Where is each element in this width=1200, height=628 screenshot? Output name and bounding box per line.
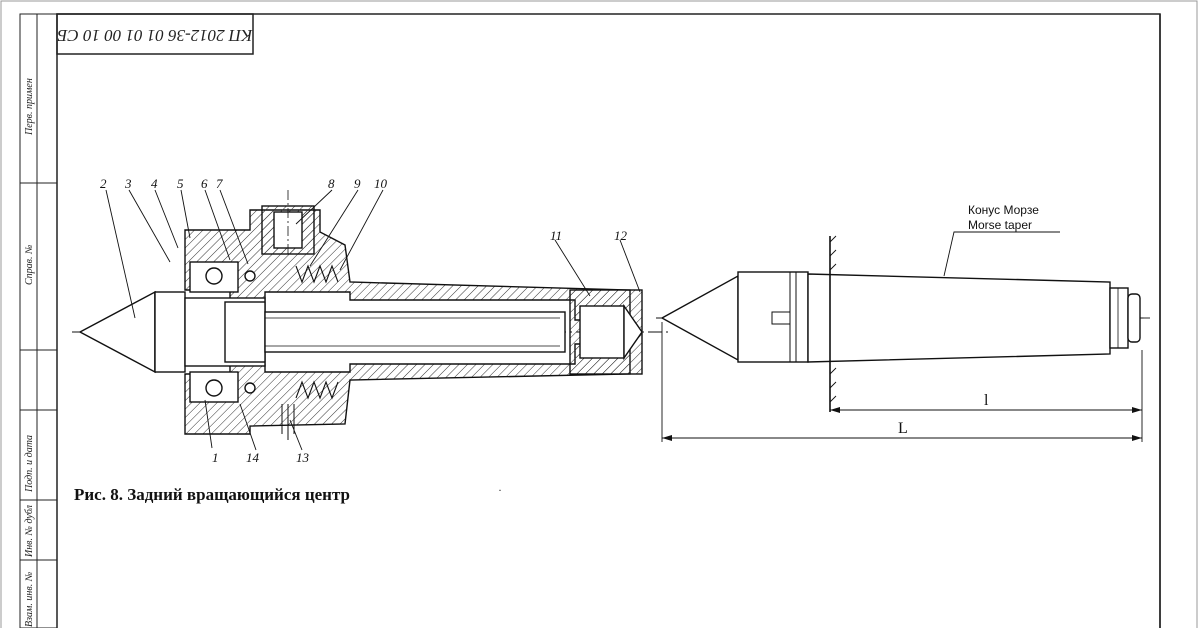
part-number-13: 13: [296, 450, 310, 465]
part-number-2: 2: [100, 176, 107, 191]
part-number-9: 9: [354, 176, 361, 191]
part-number-7: 7: [216, 176, 223, 191]
part-number-5: 5: [177, 176, 184, 191]
side-label-replace-inv: Взам. инв. №: [24, 572, 35, 627]
outline-view: [656, 231, 1150, 442]
part-number-8: 8: [328, 176, 335, 191]
part-number-1: 1: [212, 450, 219, 465]
figure-caption: Рис. 8. Задний вращающийся центр: [74, 485, 350, 504]
leader-lines: [105, 189, 641, 451]
part-number-6: 6: [201, 176, 208, 191]
section-view: [72, 190, 668, 440]
stamp-code: КП 2012-36 01 01 00 10 СБ: [57, 26, 253, 45]
dimension-L-label: L: [898, 420, 908, 437]
stamp-box: КП 2012-36 01 01 00 10 СБ: [56, 13, 254, 55]
side-strip: Перв. примен Справ. № Подп. и дата Инв. …: [19, 13, 58, 628]
taper-label-ru: Конус Морзе: [968, 203, 1039, 217]
part-number-11: 11: [550, 228, 562, 243]
side-label-reference: Справ. №: [24, 245, 35, 285]
taper-label-en: Morse taper: [968, 218, 1032, 232]
part-number-12: 12: [614, 228, 628, 243]
part-numbers: 1 2 3 4 5 6 7 8 9 10 11 12 13 14: [100, 176, 628, 465]
stray-dot: ·: [498, 483, 502, 497]
part-number-14: 14: [246, 450, 260, 465]
part-number-10: 10: [374, 176, 388, 191]
side-label-first-use: Перв. примен: [24, 78, 35, 136]
side-label-dup-inv: Инв. № дубл: [24, 504, 35, 558]
part-number-4: 4: [151, 176, 158, 191]
part-number-3: 3: [124, 176, 132, 191]
side-label-signature-date: Подп. и дата: [24, 435, 35, 493]
dimension-l-label: l: [984, 392, 989, 409]
